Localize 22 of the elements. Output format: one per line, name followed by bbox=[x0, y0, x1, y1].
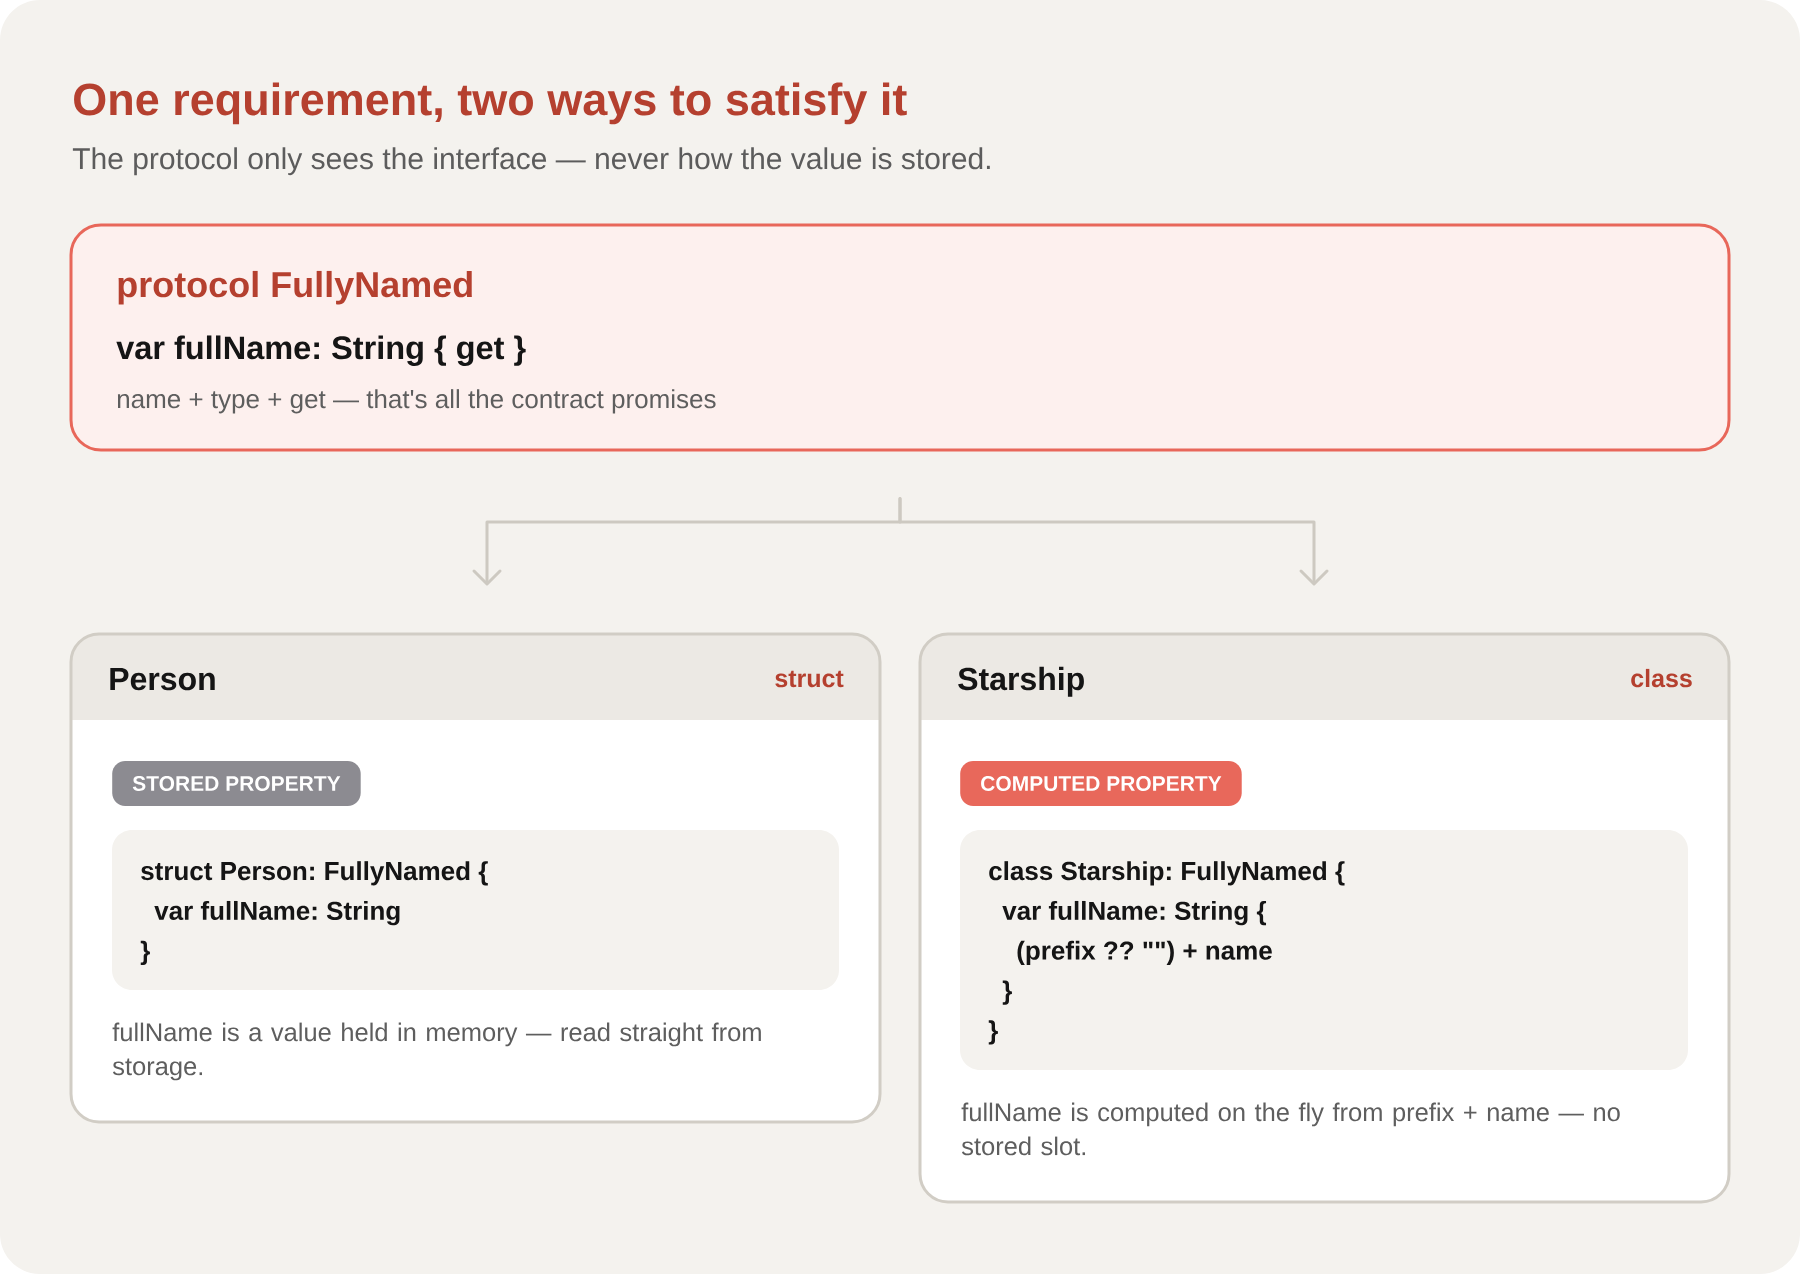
code-line: var fullName: String { bbox=[1002, 900, 1267, 926]
code-line: var fullName: String bbox=[154, 900, 400, 926]
card-heading: Person bbox=[110, 668, 215, 691]
code-line: } bbox=[1002, 980, 1012, 1005]
code-line: class Starship: FullyNamed { bbox=[989, 861, 1345, 886]
card-heading: Starship bbox=[958, 666, 1084, 697]
type-keyword: struct bbox=[775, 670, 844, 688]
description: fullName is a value held in memory — read straight from storage. bbox=[112, 1022, 761, 1081]
note: name + type + get — that's all the contract promises bbox=[117, 389, 716, 414]
property-badge: STORED PROPERTY bbox=[112, 761, 361, 806]
code-line: (prefix ?? "") + name bbox=[1017, 940, 1272, 965]
connector-arrow bbox=[898, 497, 1329, 586]
requirement-signature: var fullName: String { get } bbox=[116, 335, 526, 366]
code-line: struct Person: FullyNamed { bbox=[141, 861, 488, 886]
code-line: } bbox=[140, 940, 150, 965]
subtitle: The protocol only sees the interface — never how the value is stored. bbox=[72, 147, 990, 176]
type-keyword: class bbox=[1631, 668, 1692, 688]
protocol-name: protocol FullyNamed bbox=[118, 270, 472, 305]
code-line: } bbox=[988, 1020, 998, 1045]
property-badge: COMPUTED PROPERTY bbox=[960, 761, 1242, 806]
description: fullName is computed on the fly from prefix + name — no stored slot. bbox=[961, 1102, 1620, 1156]
title: One requirement, two ways to satisfy it bbox=[74, 82, 907, 125]
